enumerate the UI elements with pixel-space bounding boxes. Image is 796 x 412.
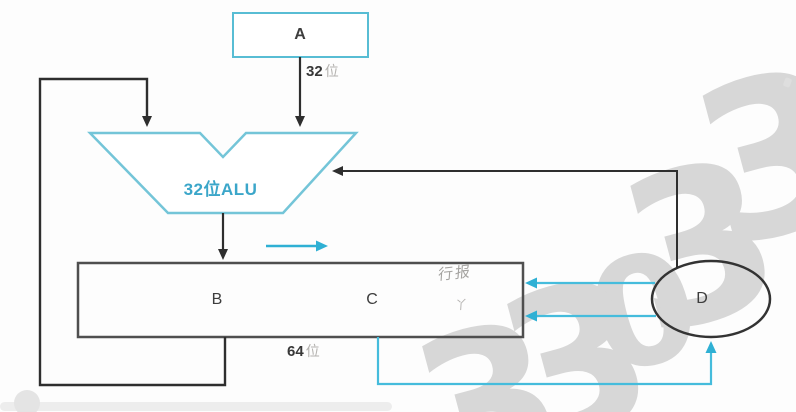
alu-shape: [87, 131, 359, 215]
register-a-label: A: [294, 26, 307, 43]
product-register-box: [76, 261, 525, 339]
register-to-alu-feedback-loop: [38, 77, 227, 387]
bus-32-unit: 位: [324, 63, 339, 79]
scan-artifact-dot: [14, 390, 40, 412]
register-to-d-feedback-arrow: [376, 337, 717, 386]
bus-64-number: 64: [287, 343, 304, 360]
register-c-label: C: [366, 291, 379, 308]
alu-label: 32位ALU: [183, 180, 258, 199]
register-a-box: [232, 12, 369, 58]
scan-artifact-band: [0, 402, 392, 411]
handwritten-note-line2: 丫: [454, 297, 470, 313]
bus-64-unit: 位: [305, 343, 320, 359]
handwritten-note-line1: 行报: [437, 263, 473, 284]
control-d-ellipse: [650, 259, 772, 339]
control-d-label: D: [696, 290, 709, 307]
register-b-label: B: [211, 291, 224, 308]
d-to-alu-control-arrow: [332, 166, 678, 268]
bus-32-number: 32: [306, 63, 323, 80]
